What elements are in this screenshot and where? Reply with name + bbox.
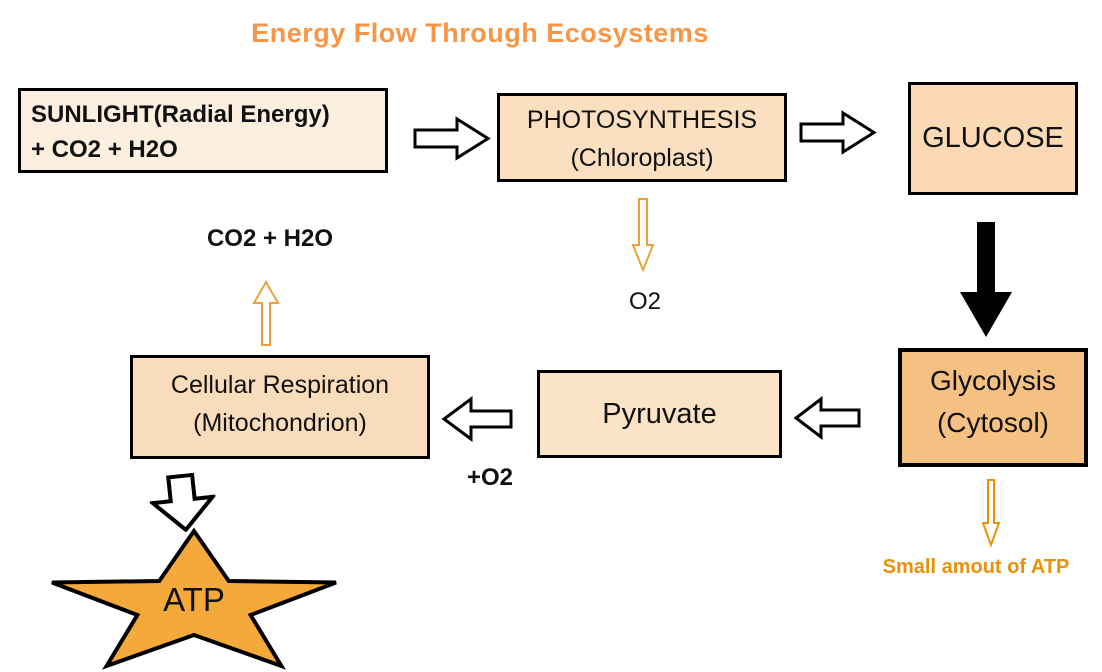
node-photosynthesis-line1: PHOTOSYNTHESIS	[526, 106, 758, 134]
arrow-down-glycolysis-to-small-atp-icon	[982, 479, 1000, 547]
node-photosynthesis: PHOTOSYNTHESIS (Chloroplast)	[497, 93, 787, 182]
arrow-down-glucose-to-glycolysis-icon	[960, 222, 1012, 337]
arrow-down-respiration-to-atp-icon	[147, 472, 218, 533]
node-glucose-label: GLUCOSE	[922, 122, 1064, 154]
node-pyruvate-label: Pyruvate	[602, 397, 717, 430]
small-atp-label: Small amout of ATP	[882, 556, 1070, 578]
node-glycolysis: Glycolysis (Cytosol)	[898, 348, 1088, 467]
node-sunlight-line2: + CO2 + H2O	[31, 136, 178, 163]
arrow-down-photosynthesis-to-o2-icon	[632, 198, 654, 272]
node-glycolysis-line2: (Cytosol)	[936, 407, 1049, 438]
node-sunlight-line1: SUNLIGHT(Radial Energy)	[31, 101, 330, 128]
arrow-up-respiration-to-co2-icon	[252, 280, 280, 346]
diagram-title: Energy Flow Through Ecosystems	[251, 18, 709, 48]
atp-star-label: ATP	[163, 581, 225, 618]
node-cellular-respiration: Cellular Respiration (Mitochondrion)	[130, 355, 430, 459]
node-cellular-respiration-line2: (Mitochondrion)	[193, 409, 367, 437]
arrow-left-pyruvate-to-respiration-icon	[441, 396, 513, 442]
star-icon	[51, 527, 337, 670]
arrow-right-photosynthesis-to-glucose-icon	[799, 110, 877, 155]
o2-label: O2	[628, 288, 661, 315]
arrow-left-glycolysis-to-pyruvate-icon	[793, 396, 861, 440]
node-cellular-respiration-line1: Cellular Respiration	[170, 371, 390, 399]
node-glycolysis-line1: Glycolysis	[929, 365, 1056, 396]
node-photosynthesis-line2: (Chloroplast)	[570, 144, 714, 172]
atp-star: ATP	[45, 527, 343, 670]
co2-h2o-label: CO2 + H2O	[206, 225, 334, 252]
plus-o2-label: +O2	[466, 464, 514, 491]
arrow-right-sunlight-to-photosynthesis-icon	[413, 116, 491, 161]
node-pyruvate: Pyruvate	[537, 370, 782, 458]
node-glucose: GLUCOSE	[908, 82, 1078, 195]
node-sunlight: SUNLIGHT(Radial Energy) + CO2 + H2O	[18, 88, 388, 173]
